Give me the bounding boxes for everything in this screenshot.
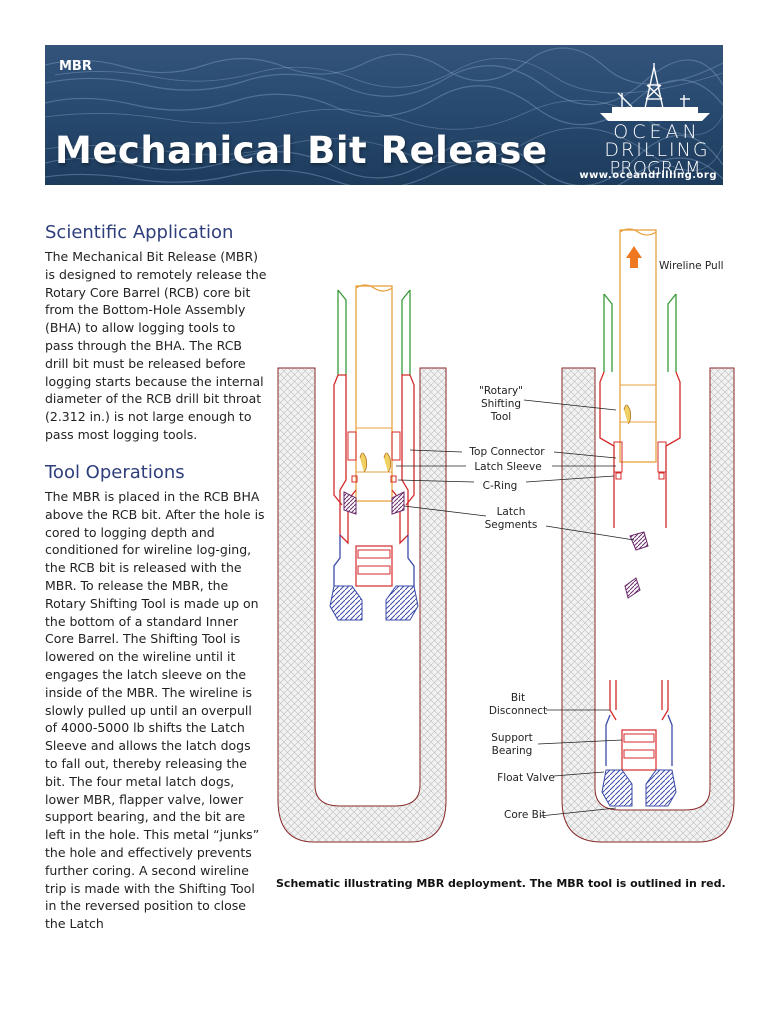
label-float-valve: Float Valve xyxy=(497,772,555,784)
logo-text-ocean: OCEAN xyxy=(613,121,701,143)
ocean-waves-background xyxy=(45,47,723,185)
formation-left-hole xyxy=(277,367,447,843)
label-c-ring: C-Ring xyxy=(483,480,518,492)
label-support-bearing-2: Bearing xyxy=(492,745,533,757)
label-rotary-3: Tool xyxy=(490,411,511,423)
odp-logo: OCEAN DRILLING PROGRAM xyxy=(592,63,717,181)
label-latch-segments-1: Latch xyxy=(497,506,526,518)
right-assembly xyxy=(599,228,681,807)
mbr-tag: MBR xyxy=(59,59,92,74)
scientific-application-text: The Mechanical Bit Release (MBR) is desi… xyxy=(45,249,267,442)
callout-leaders xyxy=(396,399,635,817)
page-title: Mechanical Bit Release xyxy=(55,129,548,172)
label-support-bearing-1: Support xyxy=(491,732,533,744)
label-wireline-pull: Wireline Pull xyxy=(659,260,724,272)
wireline-pull-arrow xyxy=(626,246,642,268)
label-top-connector: Top Connector xyxy=(468,446,545,458)
left-assembly xyxy=(329,284,419,621)
formation-right-hole xyxy=(561,367,735,843)
tool-operations-text: The MBR is placed in the RCB BHA above t… xyxy=(45,489,265,932)
heading-scientific-application: Scientific Application xyxy=(45,222,234,243)
label-latch-segments-2: Segments xyxy=(485,519,538,531)
label-bit-disconnect-1: Bit xyxy=(511,692,525,704)
logo-text-program: PROGRAM xyxy=(609,158,701,179)
label-core-bit: Core Bit xyxy=(504,809,546,821)
figure-caption: Schematic illustrating MBR deployment. T… xyxy=(276,877,726,890)
label-latch-sleeve: Latch Sleeve xyxy=(474,461,541,473)
logo-text-drilling: DRILLING xyxy=(604,139,710,161)
mbr-schematic: Wireline Pull "Rotary" Shifting Tool Top… xyxy=(277,228,735,843)
heading-tool-operations: Tool Operations xyxy=(45,462,185,483)
drillship-icon xyxy=(600,63,710,121)
header-banner: MBR Mechanical Bit Release OCEAN DRILLIN… xyxy=(45,45,723,185)
website-url: www.oceandrilling.org xyxy=(579,170,717,181)
label-bit-disconnect-2: Disconnect xyxy=(489,705,547,717)
label-rotary-2: Shifting xyxy=(481,398,521,410)
label-rotary-1: "Rotary" xyxy=(479,385,523,397)
